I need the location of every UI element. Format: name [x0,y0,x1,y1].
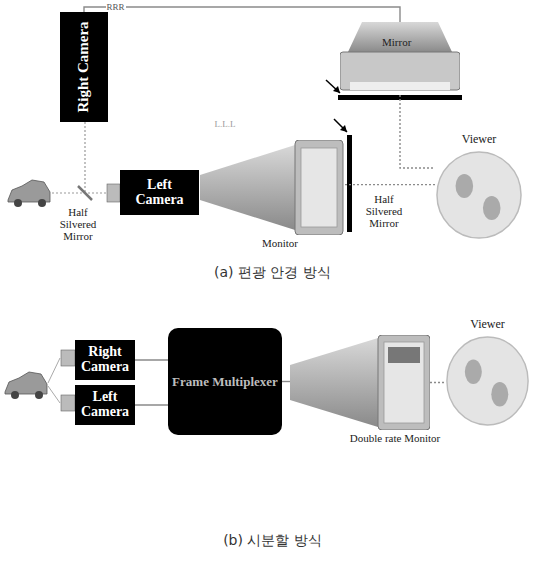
shape-path [348,22,452,52]
shape-rect [378,335,430,430]
camera-box: Right Camera [75,340,135,380]
shape-circle [14,199,22,207]
viewer-head: Viewer [435,150,523,240]
frame-multiplexer: Frame Multiplexer [168,328,282,435]
pointer-arrow [334,119,347,132]
shape-svg [200,140,345,235]
multiplexer-name: Frame Multiplexer [170,373,280,391]
half-mirror-bar [347,135,352,232]
shape-ellipse [465,360,482,385]
shape-circle [437,152,521,238]
camera-box: Left Camera [120,170,199,215]
monitor-label: Double rate Monitor [345,432,445,444]
monitor: Monitor [200,140,345,235]
camera-name: Left Camera [75,388,135,421]
shape-path [290,338,378,427]
figure-caption: (a) 편광 안경 방식 [0,264,545,281]
shape-svg [445,335,530,427]
shape-rect [340,52,460,90]
camera-name: Left Camera [120,176,199,209]
connector [345,184,435,185]
viewer-label: Viewer [425,317,545,332]
camera-lens [61,395,75,411]
half-mirror [78,186,92,200]
shape-path [340,125,347,132]
shape-ellipse [456,174,474,198]
connector [400,95,435,168]
camera-box: Right Camera [60,12,108,122]
camera-name: Right Camera [75,343,135,376]
sight-line [48,358,60,383]
sight-line [84,122,85,193]
shape-rect [295,140,343,235]
mirror-label: Mirror [382,36,411,48]
camera-lens [61,350,75,366]
shape-rect [388,347,420,363]
connector [135,359,168,360]
shape-svg [340,22,460,95]
part-label: Half Silvered Mirror [356,193,412,229]
camera-name: Right Camera [74,19,94,114]
sight-line [52,192,108,193]
shape-path [200,145,295,230]
car-icon [8,180,50,207]
camera-box: Left Camera [75,385,135,425]
connector [84,7,400,22]
figure-caption: (b) 시분할 방식 [0,532,545,549]
shape-path [5,372,47,394]
double-rate-monitor: Double rate Monitor [290,335,430,430]
shape-svg [435,150,523,240]
shape-circle [447,337,528,425]
shape-circle [35,391,43,399]
sight-line [48,386,60,403]
monitor-label: Monitor [240,237,320,249]
shape-rect [301,148,337,227]
shape-svg [290,335,430,430]
shape-path [8,180,50,202]
shape-path [333,86,340,93]
shape-ellipse [483,196,501,220]
connector [282,381,290,382]
shape-rect [350,82,450,90]
shape-circle [38,199,46,207]
pointer-arrow [326,80,340,93]
mirror-unit: Mirror [340,22,460,95]
shape-circle [11,391,19,399]
shape-ellipse [491,382,508,407]
camera-lens [107,184,120,202]
part-label: Half Silvered Mirror [52,206,104,242]
viewer-label: Viewer [415,132,543,147]
shape-rect [384,342,424,423]
viewer-head: Viewer [445,335,530,427]
car-icon [5,372,47,399]
connector [135,404,168,405]
faint-label: L.L.L [205,119,245,130]
edge-label: RRR [106,3,126,12]
connector [430,382,445,383]
